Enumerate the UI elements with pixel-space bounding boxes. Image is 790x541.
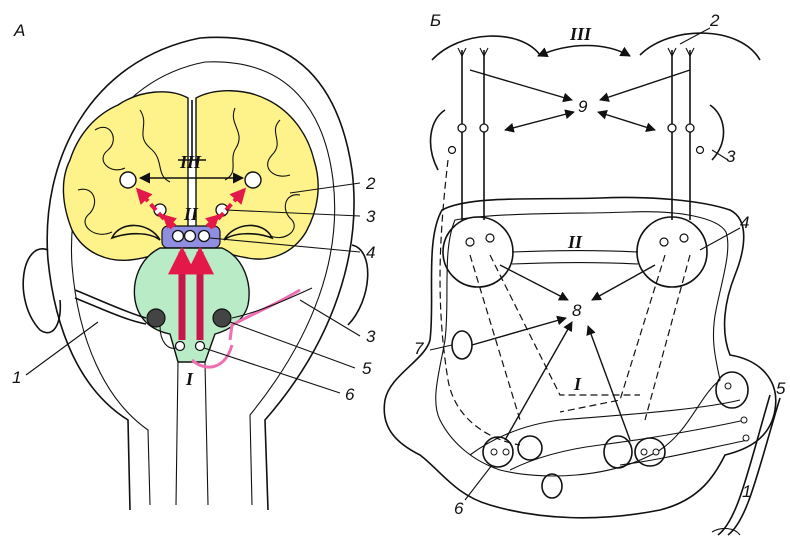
b-neuron-6 [697,147,704,154]
panel-b-letter: Б [430,11,441,30]
cortex-neuron-left [120,172,136,188]
level-a-i: I [185,369,194,389]
nucleus-6-b [518,436,542,460]
thalamus-neuron-2 [185,231,196,242]
arrow-to-8-b [592,265,655,300]
b-neuron-5 [449,147,456,154]
n-dot-3 [641,449,647,455]
right-ear [348,245,368,325]
label-b-6: 6 [454,499,464,518]
n-dot-1 [491,449,497,455]
thalamus-circle-left [443,217,513,287]
label-b-5: 5 [776,379,786,398]
cortex-arc-top-right [640,33,760,60]
label-b-4: 4 [740,213,749,232]
th-neuron-2 [486,234,494,242]
label-a-3-bottom: 3 [366,327,376,346]
label-a-2: 2 [365,174,376,193]
level-b-iii: III [569,24,592,44]
nucleus-right-a [604,436,632,468]
arrow-to-8-e [588,326,630,440]
th-neuron-1 [466,238,474,246]
level-b-i: I [573,374,582,394]
vestibular-nucleus-left [147,309,165,327]
level-iii-arrow-b [538,46,630,57]
stem-neuron-right [196,342,205,351]
dashed-tracts [440,160,690,445]
label-b-2: 2 [709,11,720,30]
arrow-to-9-d [598,112,655,130]
thalamus-neuron-3 [199,231,210,242]
arrow-to-9-c [505,112,574,130]
brainstem [134,248,249,362]
n-dot-4 [653,449,659,455]
label-b-1: 1 [742,482,751,501]
label-b-9: 9 [578,97,588,116]
level-ii-connection-2 [512,263,638,265]
b-neuron-4 [686,124,694,132]
n-dot-6 [741,417,747,423]
arrow-to-9-a [470,70,572,100]
vestibular-nucleus-right [213,309,231,327]
label-b-8: 8 [572,301,582,320]
panel-a: А [12,21,376,510]
arrow-to-8-d [505,322,572,440]
thalamus-neuron-1 [173,231,184,242]
left-ear [23,249,60,333]
nucleus-6-c [542,474,562,498]
level-b-ii: II [567,232,583,252]
b-neuron-1 [458,124,466,132]
stem-neuron-left [176,342,185,351]
label-a-5: 5 [362,359,372,378]
b-neuron-2 [480,124,488,132]
cortex-arc-top-left [432,36,540,60]
th-neuron-4 [680,234,688,242]
cortex-arc-mid-right [710,105,724,160]
label-b-3: 3 [726,147,736,166]
label-a-1: 1 [12,368,21,387]
cortex-neuron-right [245,172,261,188]
arrow-to-9-b [600,70,690,100]
nucleus-7 [452,331,472,359]
label-a-6: 6 [345,385,355,404]
level-a-ii: II [183,204,199,224]
panel-b: Б [384,11,786,535]
label-a-4: 4 [366,243,375,262]
arrow-to-8-c [472,318,566,345]
panel-a-letter: А [13,21,25,40]
label-b-7: 7 [414,339,424,358]
n-dot-7 [743,435,749,441]
th-neuron-3 [660,238,668,246]
n-dot-5 [725,383,731,389]
fiber-bundles [458,48,694,220]
nucleus-right-b [635,438,665,466]
label-a-3-top: 3 [366,207,376,226]
nucleus-5 [716,372,748,408]
level-a-iii: III [179,152,202,172]
b-neuron-3 [668,124,676,132]
thalamus-circle-right [637,217,707,287]
n-dot-2 [503,449,509,455]
cortex-arc-mid-left [431,110,445,170]
